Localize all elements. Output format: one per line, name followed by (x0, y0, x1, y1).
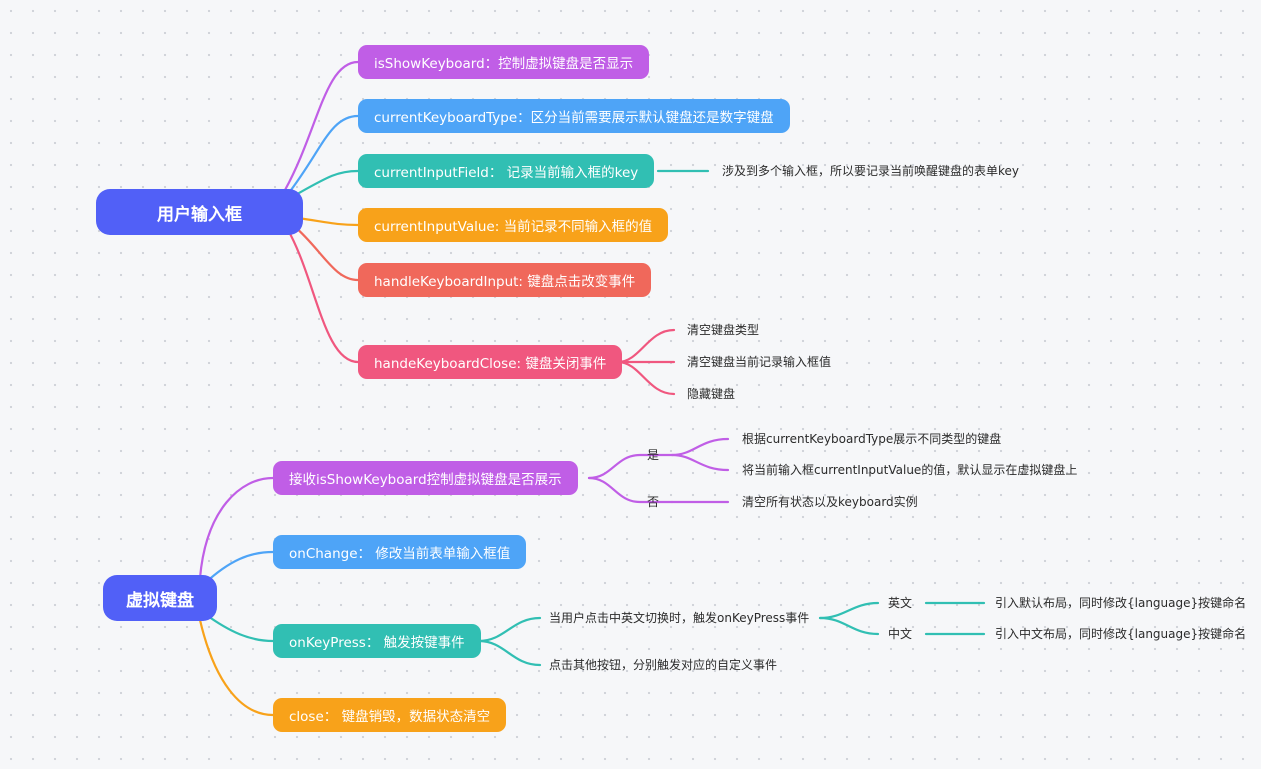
link-close (198, 618, 275, 717)
link-currentkeyboardtype (286, 114, 360, 196)
node-handekeyboardclose[interactable]: handeKeyboardClose: 键盘关闭事件 (358, 345, 623, 379)
node-handlekeyboardinput[interactable]: handleKeyboardInput: 键盘点击改变事件 (358, 263, 652, 297)
node-currentinputfield[interactable]: currentInputField： 记录当前输入框的key (358, 154, 655, 188)
link-keypress-switch (477, 616, 542, 643)
link-onkeypress (203, 612, 275, 643)
node-receive-isshowkeyboard[interactable]: 接收isShowKeyboard控制虚拟键盘是否展示 (273, 461, 578, 495)
chinese-item: 引入中文布局，同时修改{language}按键命名 (995, 627, 1247, 641)
label-chinese: 中文 (888, 627, 913, 641)
close-child-hide: 隐藏键盘 (687, 387, 736, 401)
keypress-other: 点击其他按钮，分别触发对应的自定义事件 (549, 658, 778, 672)
close-child-clear-value: 清空键盘当前记录输入框值 (687, 355, 832, 369)
root-virtual-keyboard[interactable]: 虚拟键盘 (103, 575, 217, 621)
link-currentinputvalue (296, 216, 360, 227)
node-close[interactable]: close： 键盘销毁，数据状态清空 (273, 698, 507, 732)
node-isshowkeyboard[interactable]: isShowKeyboard：控制虚拟键盘是否显示 (358, 45, 650, 79)
link-yes-item-2 (670, 453, 730, 472)
label-english: 英文 (888, 596, 913, 610)
node-currentkeyboardtype[interactable]: currentKeyboardType：区分当前需要展示默认键盘还是数字键盘 (358, 99, 790, 133)
link-no (587, 476, 674, 504)
link-keypress-other (477, 639, 542, 667)
label-no: 否 (647, 495, 660, 509)
link-yes-item-1 (670, 437, 730, 457)
link-yes (587, 453, 674, 480)
note-currentinputfield: 涉及到多个输入框，所以要记录当前唤醒键盘的表单key (722, 164, 1020, 178)
yes-item-show-type: 根据currentKeyboardType展示不同类型的键盘 (742, 432, 1002, 446)
link-receive (198, 476, 275, 580)
root-user-input[interactable]: 用户输入框 (96, 189, 303, 235)
link-close-child-3 (616, 360, 676, 396)
close-child-clear-type: 清空键盘类型 (687, 323, 760, 337)
link-handlekeyboardinput (292, 224, 360, 282)
label-yes: 是 (647, 448, 660, 462)
node-onkeypress[interactable]: onKeyPress： 触发按键事件 (273, 624, 481, 658)
node-onchange[interactable]: onChange： 修改当前表单输入框值 (273, 535, 527, 569)
no-item-clear: 清空所有状态以及keyboard实例 (742, 495, 918, 509)
link-switch-zh (818, 616, 880, 636)
link-close-child-1 (616, 328, 676, 364)
link-handekeyboardclose (286, 228, 360, 364)
english-item: 引入默认布局，同时修改{language}按键命名 (995, 596, 1247, 610)
keypress-switch: 当用户点击中英文切换时，触发onKeyPress事件 (549, 611, 810, 625)
yes-item-show-value: 将当前输入框currentInputValue的值，默认显示在虚拟键盘上 (742, 463, 1078, 477)
link-onchange (202, 550, 275, 586)
node-currentinputvalue[interactable]: currentInputValue: 当前记录不同输入框的值 (358, 208, 669, 242)
link-switch-en (818, 601, 880, 620)
link-isshowkeyboard (283, 60, 360, 192)
